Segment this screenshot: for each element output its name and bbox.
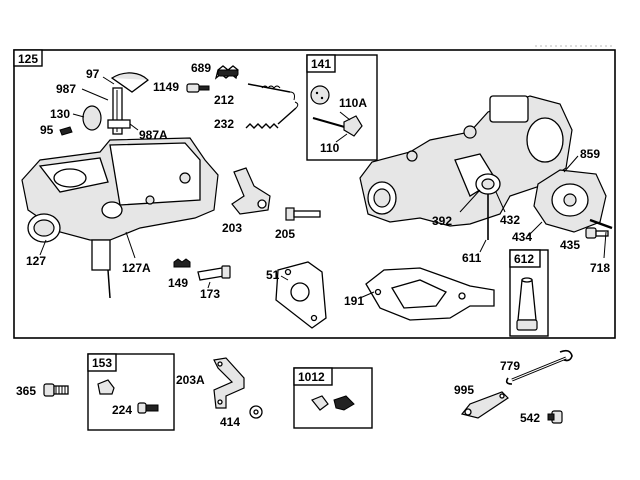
pump-cover-859: [533, 169, 607, 233]
label-435: 435: [560, 238, 580, 252]
label-611: 611: [462, 251, 482, 265]
kit-box-141: [306, 54, 336, 73]
throttle-shaft-group: [59, 72, 149, 136]
choke-shaft-110: [312, 115, 363, 137]
label-127: 127: [26, 254, 46, 268]
label-232: 232: [214, 117, 234, 131]
label-110a: 110A: [339, 96, 367, 110]
choke-plate-110a: [310, 85, 330, 105]
label-97: 97: [86, 67, 100, 81]
float-needle-611: [475, 173, 501, 240]
label-779: 779: [500, 359, 520, 373]
kit-label-1012: 1012: [298, 370, 325, 384]
screw-435: [585, 227, 609, 239]
label-434: 434: [512, 230, 532, 244]
kit-label-125: 125: [18, 52, 38, 66]
kit-box-153: [87, 353, 117, 372]
linkage-spring-212: [247, 83, 295, 101]
carburetor-body-left: [21, 137, 219, 299]
label-542: 542: [520, 411, 540, 425]
label-212: 212: [214, 93, 234, 107]
screw-173: [197, 265, 231, 281]
kit-box-1012: [293, 367, 333, 386]
washer-414: [249, 405, 263, 419]
nozzle-612: [516, 277, 538, 331]
idle-screw-spring: [214, 65, 239, 80]
gasket-191: [365, 267, 495, 321]
label-718: 718: [590, 261, 610, 275]
pin-718: [589, 218, 613, 230]
label-689: 689: [191, 61, 211, 75]
screw-542: [547, 410, 563, 424]
label-224: 224: [112, 403, 132, 417]
kit-box-612: [509, 249, 541, 268]
carburetor-body-right: [359, 95, 573, 227]
label-203: 203: [222, 221, 242, 235]
label-149: 149: [168, 276, 188, 290]
label-995: 995: [454, 383, 474, 397]
label-365: 365: [16, 384, 36, 398]
kit-label-612: 612: [514, 252, 534, 266]
screw-365: [43, 383, 69, 397]
link-rod-779: [505, 349, 573, 385]
label-392: 392: [432, 214, 452, 228]
governor-spring-232: [245, 101, 299, 129]
label-432: 432: [500, 213, 520, 227]
label-95: 95: [40, 123, 54, 137]
label-51: 51: [266, 268, 280, 282]
label-1149: 1149: [153, 80, 179, 94]
label-110: 110: [320, 141, 340, 155]
label-130: 130: [50, 107, 70, 121]
bolt-205: [285, 207, 321, 221]
spring-149: [173, 258, 191, 268]
label-203a: 203A: [176, 373, 205, 387]
main-assembly-frame: [13, 49, 616, 339]
plug-153: [97, 379, 115, 395]
label-127a: 127A: [122, 261, 151, 275]
label-987: 987: [56, 82, 76, 96]
gasket-51: [275, 261, 327, 329]
label-191: 191: [344, 294, 364, 308]
kit-label-153: 153: [92, 356, 112, 370]
screw-1149: [186, 83, 210, 93]
label-414: 414: [220, 415, 240, 429]
bracket-203a: [213, 357, 245, 409]
label-859: 859: [580, 147, 600, 161]
throttle-lever-203: [231, 167, 271, 215]
label-205: 205: [275, 227, 295, 241]
fitting-1012: [311, 395, 355, 411]
kit-box-125: [13, 49, 43, 67]
screw-224: [137, 402, 159, 414]
label-173: 173: [200, 287, 220, 301]
kit-label-141: 141: [311, 57, 331, 71]
lever-995: [460, 391, 509, 419]
